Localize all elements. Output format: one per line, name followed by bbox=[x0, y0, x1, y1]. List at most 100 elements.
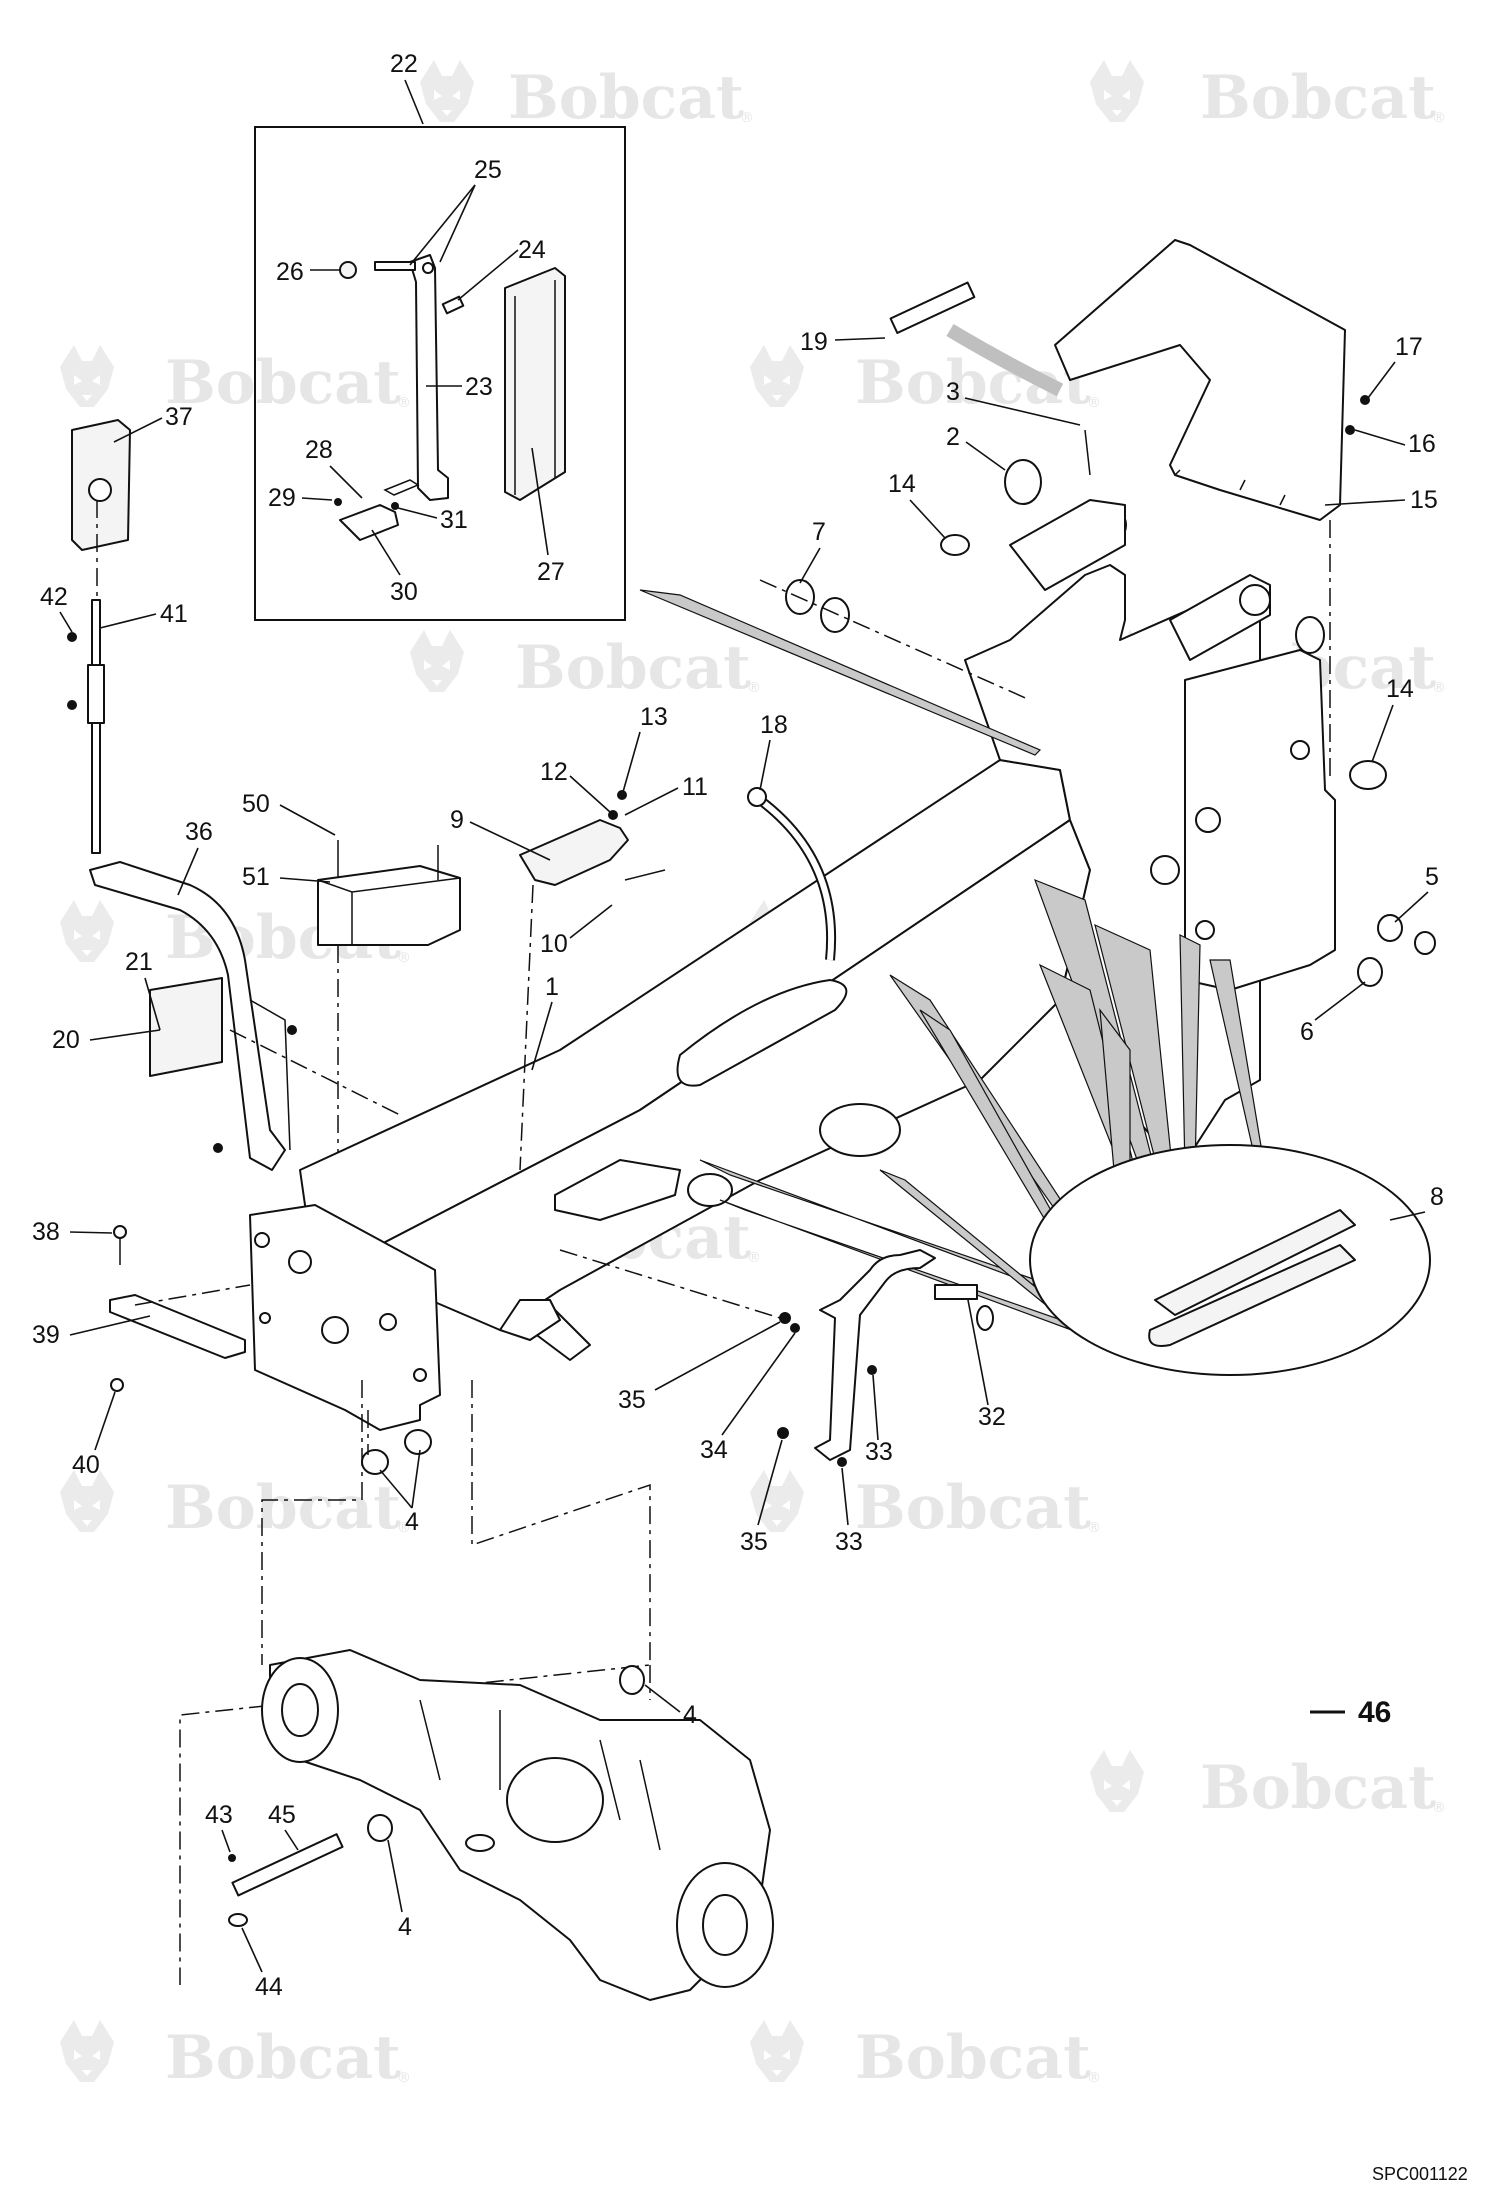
axle-assembly bbox=[228, 1649, 774, 2001]
callout-25: 25 bbox=[409, 156, 502, 266]
side-plate-part bbox=[1184, 649, 1336, 991]
watermark-14: Bobcat ® bbox=[60, 2020, 411, 2093]
callout-label: 8 bbox=[1430, 1183, 1444, 1211]
callout-label: 9 bbox=[450, 806, 464, 834]
callout-3: 3 bbox=[946, 378, 1081, 426]
bushing-6-part bbox=[1357, 957, 1383, 987]
frame-access-hole bbox=[554, 1159, 681, 1221]
cable-upper-part bbox=[91, 599, 101, 666]
watermark-3: Bobcat ® bbox=[60, 345, 411, 418]
bushing-4-part bbox=[361, 1449, 389, 1475]
pivot-arm-left bbox=[1009, 499, 1126, 591]
callout-label: 14 bbox=[888, 470, 916, 498]
callout-51: 51 bbox=[242, 863, 331, 891]
callout-22: 22 bbox=[390, 50, 424, 125]
callout-35a: 35 bbox=[618, 1321, 781, 1414]
bolt-38-part bbox=[113, 1225, 127, 1239]
watermark-text: Bobcat bbox=[1200, 1753, 1436, 1823]
callout-13: 13 bbox=[622, 703, 668, 793]
callout-10: 10 bbox=[540, 904, 613, 958]
callout-label: 28 bbox=[305, 436, 333, 464]
nut-40-part bbox=[110, 1378, 124, 1392]
callout-label: 18 bbox=[760, 711, 788, 739]
nut-part bbox=[391, 502, 399, 510]
cable-clip-part bbox=[67, 700, 77, 710]
lever-part bbox=[89, 861, 286, 1171]
callout-label: 16 bbox=[1408, 430, 1436, 458]
callout-50: 50 bbox=[242, 790, 336, 836]
plate-hole bbox=[254, 1232, 270, 1248]
bobcat-head-icon bbox=[750, 345, 804, 407]
callout-4c: 4 bbox=[387, 1839, 412, 1941]
cable-assembly bbox=[67, 419, 131, 854]
assembly-lines bbox=[179, 1380, 651, 1985]
callout-18: 18 bbox=[759, 711, 788, 791]
callout-label: 6 bbox=[1300, 1018, 1314, 1046]
bolt-part bbox=[374, 261, 416, 271]
callout-label: 12 bbox=[540, 758, 568, 786]
clip-44-part bbox=[228, 1913, 248, 1927]
axle-hub-right-center bbox=[702, 1894, 748, 1956]
callout-label: 1 bbox=[545, 973, 559, 1001]
callout-label: 44 bbox=[255, 1973, 283, 2001]
frame-slot bbox=[676, 979, 848, 1087]
callout-29: 29 bbox=[268, 484, 333, 512]
watermark-reg-mark: ® bbox=[747, 1250, 761, 1266]
guard-tabs bbox=[1174, 469, 1286, 506]
callout-36: 36 bbox=[177, 818, 213, 896]
cover-plate-9-part bbox=[519, 819, 629, 886]
watermark-reg-mark: ® bbox=[1432, 110, 1446, 126]
side-plate-boss bbox=[1150, 855, 1180, 885]
knob-part bbox=[88, 478, 112, 502]
reference-callout-46: 46 bbox=[1310, 1696, 1391, 1729]
callout-label: 32 bbox=[978, 1403, 1006, 1431]
callout-label: 3 bbox=[946, 378, 960, 406]
spacer-block-assembly bbox=[317, 840, 461, 1180]
callout-label: 5 bbox=[1425, 863, 1439, 891]
callout-label: 23 bbox=[465, 373, 493, 401]
callout-label: 17 bbox=[1395, 333, 1423, 361]
watermark-text: Bobcat bbox=[855, 1473, 1091, 1543]
callout-label: 42 bbox=[40, 583, 68, 611]
callout-42: 42 bbox=[40, 583, 73, 633]
bracket-part bbox=[339, 504, 399, 541]
callout-12: 12 bbox=[540, 758, 611, 813]
callout-label: 35 bbox=[618, 1386, 646, 1414]
bushing-2-part bbox=[1004, 459, 1042, 505]
callout-label: 29 bbox=[268, 484, 296, 512]
callout-label: 38 bbox=[32, 1218, 60, 1246]
bobcat-head-icon bbox=[410, 630, 464, 692]
watermark-text: Bobcat bbox=[165, 2023, 401, 2093]
guard-panel-part bbox=[1054, 239, 1346, 521]
reference-label: 46 bbox=[1358, 1696, 1391, 1729]
watermark-reg-mark: ® bbox=[1432, 680, 1446, 696]
spring-part bbox=[383, 479, 420, 496]
callout-label: 15 bbox=[1410, 486, 1438, 514]
callout-label: 43 bbox=[205, 1801, 233, 1829]
callout-layer: 22 25 26 24 23 28 29 31 30 27 37 42 41 1… bbox=[32, 50, 1444, 2001]
callout-8: 8 bbox=[1389, 1183, 1444, 1221]
watermark-reg-mark: ® bbox=[1087, 2070, 1101, 2086]
bushing-5b-part bbox=[1414, 931, 1436, 955]
callout-label: 37 bbox=[165, 403, 193, 431]
callout-label: 14 bbox=[1386, 675, 1414, 703]
callout-label: 51 bbox=[242, 863, 270, 891]
callout-32: 32 bbox=[967, 1299, 1006, 1431]
callout-15: 15 bbox=[1324, 486, 1438, 514]
callout-23: 23 bbox=[426, 373, 493, 401]
callout-label: 22 bbox=[390, 50, 418, 78]
weld-indicators bbox=[639, 589, 1266, 1346]
lever-assembly bbox=[89, 861, 401, 1171]
strap-10-part bbox=[624, 869, 666, 881]
watermark-15: Bobcat ® bbox=[750, 2020, 1101, 2093]
callout-label: 36 bbox=[185, 818, 213, 846]
handle-alignment-line bbox=[559, 1249, 781, 1319]
weld-leader bbox=[639, 589, 1042, 756]
watermark-reg-mark: ® bbox=[397, 2070, 411, 2086]
callout-20: 20 bbox=[52, 1026, 161, 1054]
weld-strip-lower bbox=[1148, 1244, 1356, 1347]
watermark-reg-mark: ® bbox=[397, 395, 411, 411]
callout-label: 19 bbox=[800, 328, 828, 356]
watermark-reg-mark: ® bbox=[1087, 395, 1101, 411]
